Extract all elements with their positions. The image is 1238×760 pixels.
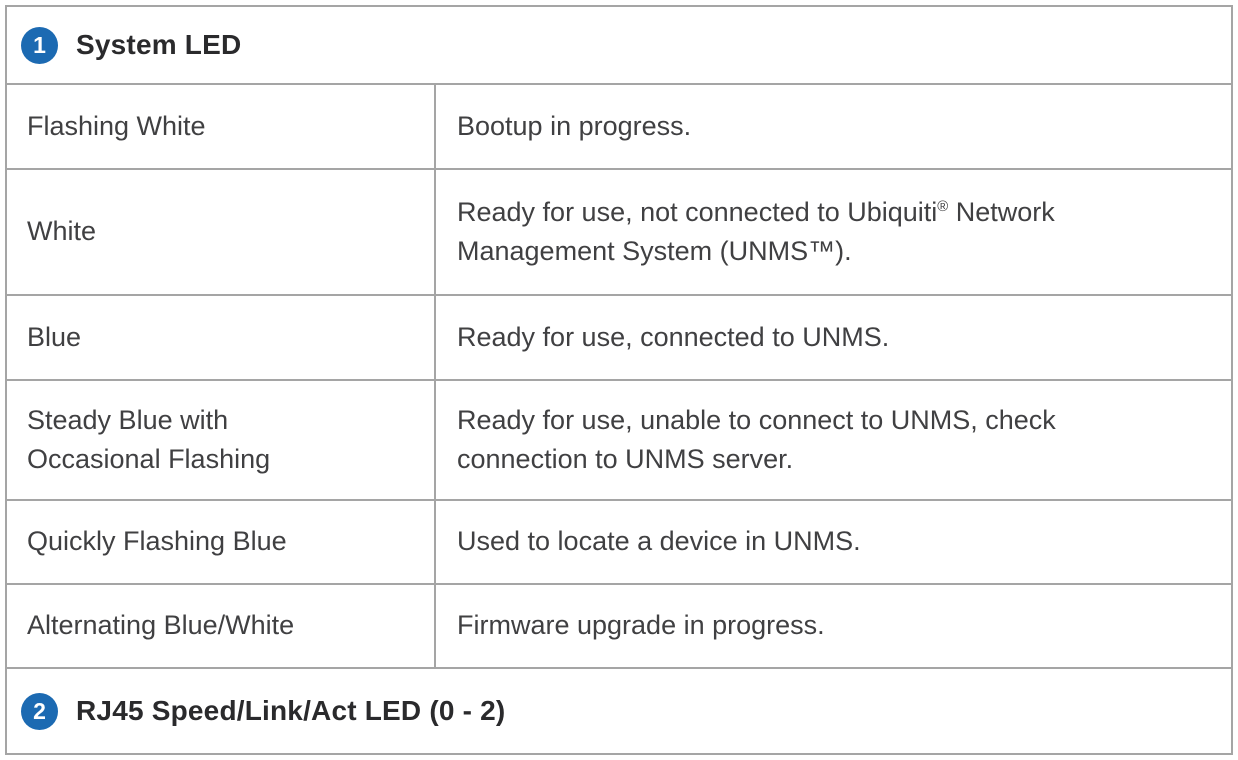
led-description-text: Used to locate a device in UNMS. <box>457 526 861 557</box>
led-state-cell: Flashing White <box>7 85 436 168</box>
led-state-label: Steady Blue with Occasional Flashing <box>27 404 271 474</box>
section-header-system-led: 1 System LED <box>7 7 1231 83</box>
table-row: Blue Ready for use, connected to UNMS. <box>7 294 1231 379</box>
section-1-title: System LED <box>76 29 242 60</box>
led-description-cell: Used to locate a device in UNMS. <box>436 501 1231 583</box>
led-description-text: Bootup in progress. <box>457 110 692 141</box>
led-state-cell: Steady Blue with Occasional Flashing <box>7 381 436 499</box>
led-state-label: Blue <box>27 321 82 352</box>
led-description-cell: Ready for use, connected to UNMS. <box>436 296 1231 379</box>
led-state-label: White <box>27 216 97 247</box>
table-row: White Ready for use, not connected to Ub… <box>7 168 1231 294</box>
led-description-text: Ready for use, unable to connect to UNMS… <box>457 404 1056 474</box>
led-description-text: Ready for use, not connected to Ubiquiti… <box>457 196 1055 266</box>
section-header-rj45-led: 2 RJ45 Speed/Link/Act LED (0 - 2) <box>7 667 1231 753</box>
led-state-cell: Alternating Blue/White <box>7 585 436 667</box>
led-status-table: 1 System LED Flashing White Bootup in pr… <box>5 5 1233 755</box>
led-description-text: Firmware upgrade in progress. <box>457 610 825 641</box>
table-row: Quickly Flashing Blue Used to locate a d… <box>7 499 1231 583</box>
led-description-cell: Ready for use, unable to connect to UNMS… <box>436 381 1231 499</box>
table-row: Alternating Blue/White Firmware upgrade … <box>7 583 1231 667</box>
section-1-number-badge: 1 <box>21 26 58 64</box>
led-description-text: Ready for use, connected to UNMS. <box>457 321 890 352</box>
led-state-cell: Quickly Flashing Blue <box>7 501 436 583</box>
table-row: Flashing White Bootup in progress. <box>7 83 1231 168</box>
led-state-label: Quickly Flashing Blue <box>27 526 287 557</box>
led-description-cell: Ready for use, not connected to Ubiquiti… <box>436 170 1231 294</box>
table-row: Steady Blue with Occasional Flashing Rea… <box>7 379 1231 499</box>
led-description-cell: Bootup in progress. <box>436 85 1231 168</box>
section-2-number-badge: 2 <box>21 692 58 730</box>
section-2-title: RJ45 Speed/Link/Act LED (0 - 2) <box>76 695 506 726</box>
led-state-cell: White <box>7 170 436 294</box>
led-state-cell: Blue <box>7 296 436 379</box>
led-state-label: Alternating Blue/White <box>27 610 295 641</box>
led-state-label: Flashing White <box>27 110 206 141</box>
led-description-cell: Firmware upgrade in progress. <box>436 585 1231 667</box>
